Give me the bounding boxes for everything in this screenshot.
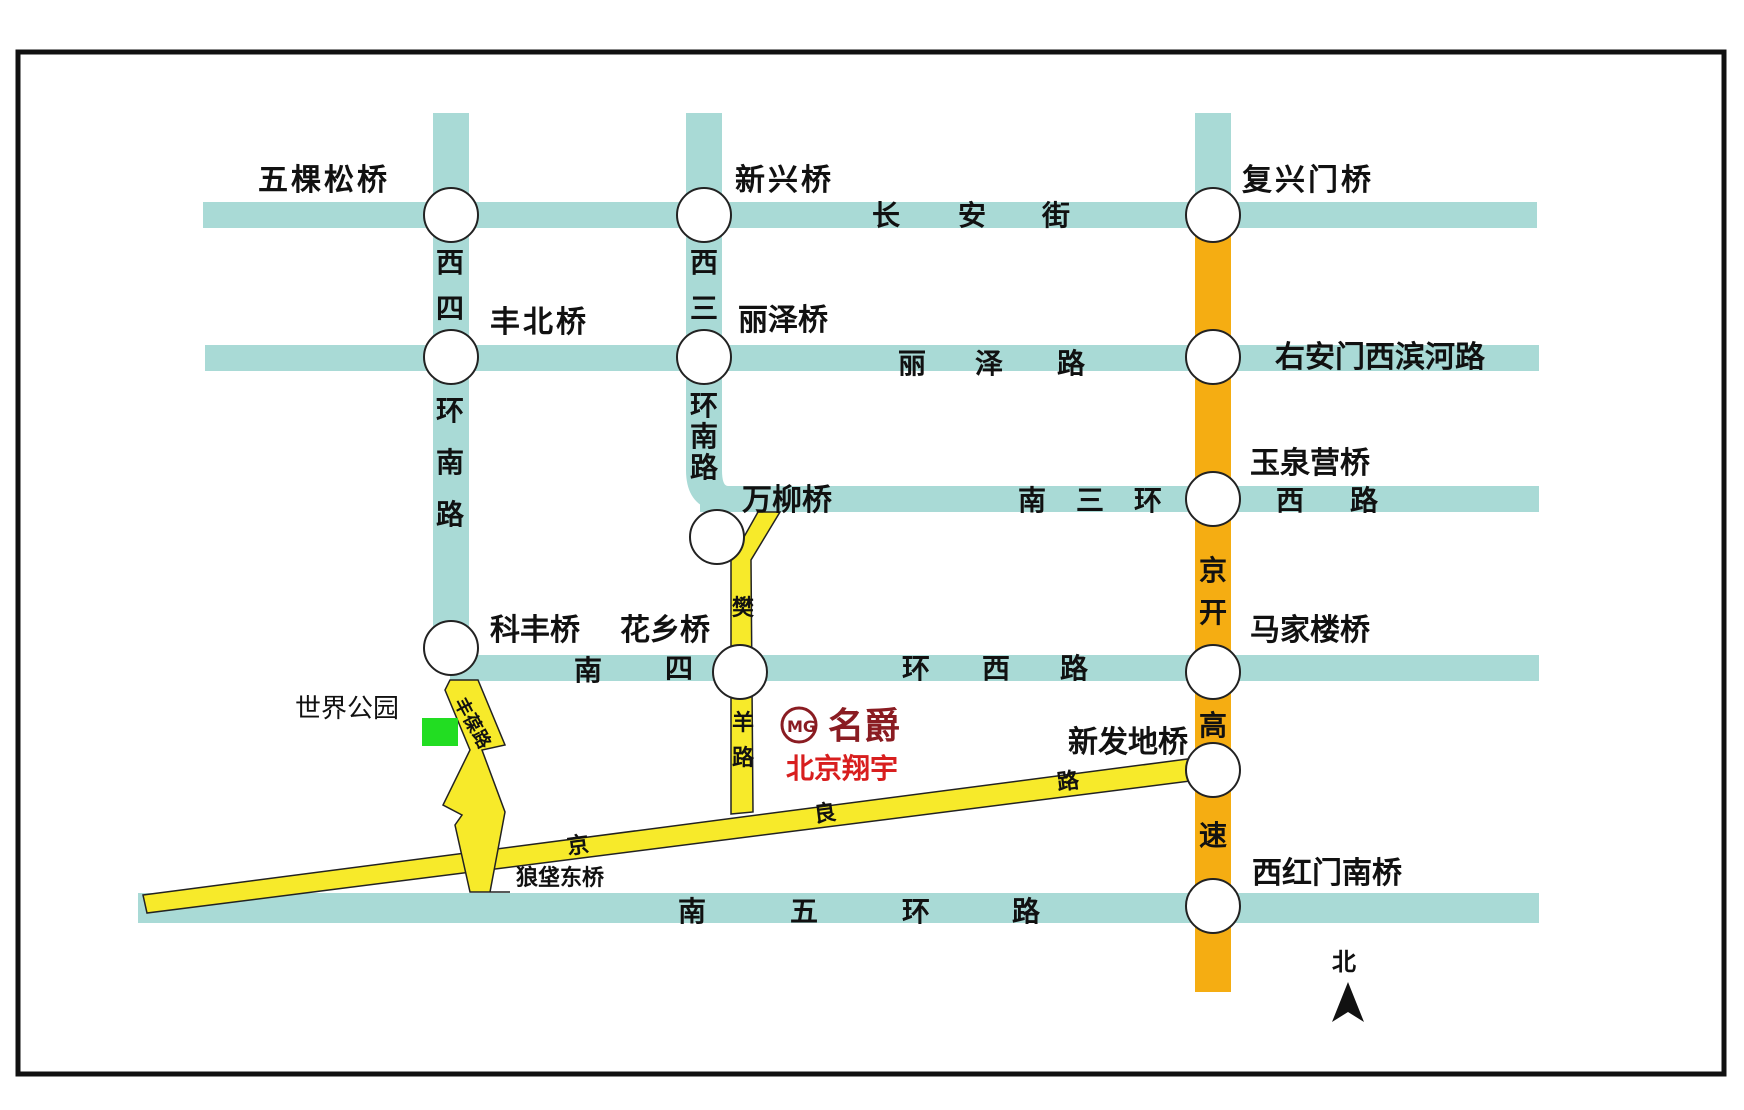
node-majialou[interactable]: [1185, 644, 1241, 700]
node-wukesong[interactable]: [423, 187, 479, 243]
label-jk-4: 速: [1199, 819, 1227, 852]
label-fy-2: 羊: [732, 710, 754, 736]
label-w4-5: 路: [436, 498, 465, 531]
label-lizelu-1: 丽: [898, 347, 926, 380]
label-w4-4: 南: [436, 446, 464, 479]
label-changan-3: 街: [1041, 199, 1070, 232]
label-xinxing: 新兴桥: [735, 163, 834, 198]
label-wanliu: 万柳桥: [742, 483, 832, 518]
node-yuquanying[interactable]: [1185, 471, 1241, 527]
label-xinfadi: 新发地桥: [1068, 725, 1188, 760]
node-wanliu[interactable]: [689, 509, 745, 565]
road-west3-south-curve: [686, 460, 728, 512]
label-w3-5: 路: [690, 451, 719, 484]
label-kefeng: 科丰桥: [490, 613, 580, 648]
label-yuquanying: 玉泉营桥: [1250, 446, 1370, 481]
node-fengbei[interactable]: [423, 329, 479, 385]
north-arrow-icon: [1332, 982, 1364, 1022]
label-jl-1: 京: [565, 831, 590, 860]
label-s5-2: 五: [790, 895, 818, 928]
dealer-name: 北京翔宇: [786, 752, 898, 785]
label-s3-1: 南: [1018, 484, 1046, 517]
bridge-labels: 五棵松桥 新兴桥 复兴门桥 丰北桥 丽泽桥 右安门西滨河路 万柳桥 玉泉营桥 科…: [258, 163, 1486, 891]
label-jk-3: 高: [1199, 709, 1227, 742]
brand-name: 名爵: [828, 705, 900, 747]
label-w4-1: 西: [436, 246, 464, 279]
road-south4-west: [450, 655, 1539, 681]
world-park-marker[interactable]: [422, 718, 458, 746]
dealer-logo[interactable]: MG 名爵 北京翔宇: [780, 705, 900, 785]
label-s3-2: 三: [1076, 484, 1104, 517]
label-s3-3: 环: [1134, 484, 1162, 517]
label-s5-3: 环: [902, 895, 930, 928]
label-s3-4: 西: [1276, 484, 1304, 517]
label-changan-1: 长: [872, 199, 900, 232]
compass-label: 北: [1332, 948, 1356, 976]
label-langbaodong: 狼垡东桥: [516, 865, 604, 891]
node-lize[interactable]: [676, 329, 732, 385]
label-w4-2: 四: [436, 292, 464, 325]
label-s4-5: 路: [1060, 652, 1089, 685]
label-jl-3: 路: [1055, 767, 1081, 796]
node-huaxiang[interactable]: [712, 644, 768, 700]
label-jk-1: 京: [1199, 554, 1227, 587]
road-south5: [138, 893, 1539, 923]
label-changan-2: 安: [958, 199, 986, 232]
label-lizelu-2: 泽: [975, 347, 1003, 380]
road-fengzhu: [442, 679, 510, 893]
label-s4-2: 四: [665, 652, 693, 685]
road-changan: [203, 202, 1537, 228]
label-w3-3: 环: [690, 389, 718, 422]
road-south3-west: [700, 486, 1539, 512]
node-xihongmennan[interactable]: [1185, 878, 1241, 934]
label-lize: 丽泽桥: [738, 303, 828, 338]
road-labels: 长 安 街 丽 泽 路 南 三 环 西 路 南 四 环 西 路 南 五 环 路 …: [436, 199, 1379, 928]
label-fuxingmen: 复兴门桥: [1242, 163, 1374, 198]
label-fy-1: 樊: [732, 596, 755, 621]
label-w4-3: 环: [436, 394, 464, 427]
node-youanmen[interactable]: [1185, 329, 1241, 385]
label-youanmen: 右安门西滨河路: [1275, 340, 1486, 375]
mg-badge-icon: [780, 706, 818, 744]
label-jl-2: 良: [812, 799, 837, 828]
label-majialou: 马家楼桥: [1250, 613, 1370, 648]
node-xinfadi[interactable]: [1185, 742, 1241, 798]
label-s4-3: 环: [902, 652, 930, 685]
label-wukesong: 五棵松桥: [258, 163, 390, 198]
label-xihongmennan: 西红门南桥: [1252, 856, 1402, 891]
node-fuxingmen[interactable]: [1185, 187, 1241, 243]
node-xinxing[interactable]: [676, 187, 732, 243]
label-s3-5: 路: [1350, 484, 1379, 517]
interchanges: [423, 187, 1241, 934]
label-jk-2: 开: [1199, 596, 1227, 629]
node-kefeng[interactable]: [423, 620, 479, 676]
mg-badge-text: MG: [787, 717, 816, 736]
label-fengbei: 丰北桥: [490, 305, 589, 340]
label-world-park: 世界公园: [295, 694, 399, 724]
north-compass: 北: [1332, 948, 1364, 1022]
label-lizelu-3: 路: [1057, 347, 1086, 380]
label-s5-1: 南: [678, 895, 706, 928]
label-s4-1: 南: [574, 654, 602, 687]
label-w3-1: 西: [690, 246, 718, 279]
label-fy-3: 路: [732, 745, 755, 771]
label-w3-2: 三: [690, 292, 718, 325]
road-west3-south-upper: [686, 113, 722, 468]
label-w3-4: 南: [690, 420, 718, 453]
label-huaxiang: 花乡桥: [620, 613, 710, 648]
label-s5-4: 路: [1012, 895, 1041, 928]
label-s4-4: 西: [982, 652, 1010, 685]
